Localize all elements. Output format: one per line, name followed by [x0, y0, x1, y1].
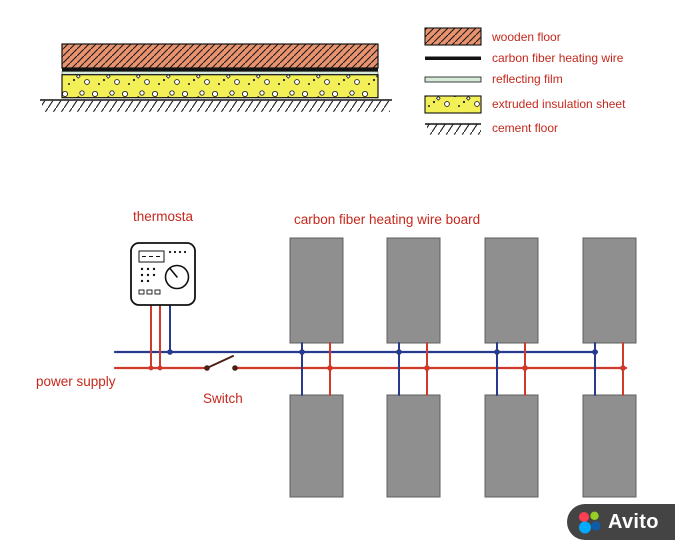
legend-insulation-swatch — [424, 95, 482, 114]
switch-label: Switch — [203, 391, 243, 406]
thermostat-icon — [130, 242, 196, 306]
legend-label-wooden-floor: wooden floor — [492, 30, 561, 44]
legend-label-insulation: extruded insulation sheet — [492, 97, 626, 111]
insulation-layer — [61, 74, 379, 99]
heating-board — [582, 394, 637, 498]
floor-cross-section — [40, 43, 392, 112]
avito-watermark: Avito — [567, 504, 675, 540]
wiring-lines — [113, 304, 628, 396]
power-supply-label: power supply — [36, 374, 116, 389]
heating-board — [289, 237, 344, 344]
legend-heating-wire-swatch — [425, 56, 481, 60]
thermostat-label: thermosta — [133, 209, 194, 224]
heating-boards — [289, 237, 637, 498]
avito-logo-icon — [579, 511, 601, 533]
heating-wire-layer — [62, 68, 378, 72]
board-blue-drops — [301, 342, 596, 396]
legend-label-heating-wire: carbon fiber heating wire — [492, 51, 624, 65]
heating-board — [386, 394, 441, 498]
legend-cement-hatch — [427, 124, 481, 135]
wooden-floor-layer — [61, 43, 379, 69]
heating-board — [582, 237, 637, 344]
watermark-brand: Avito — [608, 510, 659, 533]
legend-reflecting-film-swatch — [424, 76, 482, 83]
legend-swatches — [424, 27, 482, 135]
heating-board — [484, 237, 539, 344]
switch-icon — [204, 355, 238, 371]
heating-board — [484, 394, 539, 498]
legend-wooden-floor-swatch — [424, 27, 482, 46]
heating-board — [386, 237, 441, 344]
heating-board — [289, 394, 344, 498]
junction-dots — [148, 349, 626, 371]
heating-board-label: carbon fiber heating wire board — [294, 212, 481, 227]
legend-label-cement-floor: cement floor — [492, 121, 559, 135]
cement-floor-hatch — [42, 100, 390, 112]
thermostat-red-leads — [150, 304, 161, 369]
legend-label-reflecting-film: reflecting film — [492, 72, 563, 86]
